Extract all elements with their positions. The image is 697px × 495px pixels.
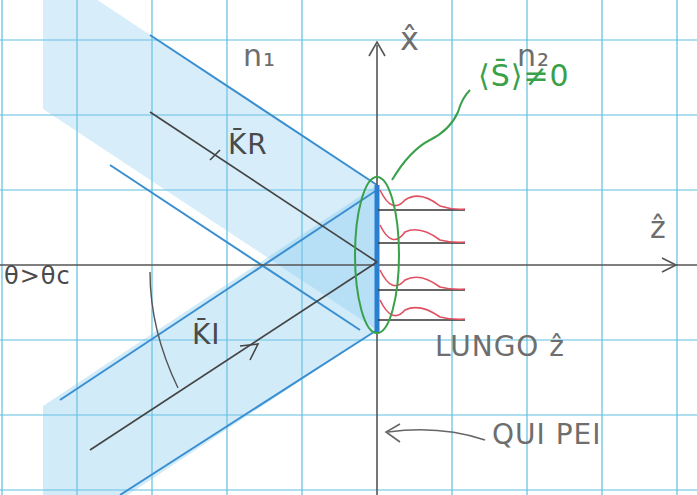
interface-segment (375, 185, 380, 332)
annotation-label: n₁ (243, 38, 276, 73)
leader-line (392, 90, 470, 180)
annotation-label: LUNGO ẑ (435, 330, 565, 363)
region-ellipse (355, 177, 399, 333)
annotation-label: QUI PEI (492, 418, 602, 451)
annotation-label: K̄R (228, 128, 268, 161)
note-arrow (386, 424, 485, 442)
annotation-label: ẑ (650, 210, 667, 245)
annotation-label: ⟨S̄⟩≠0 (478, 58, 570, 93)
axes (0, 42, 697, 495)
evanescent-waves (380, 190, 465, 319)
evanescent-axes (378, 210, 465, 320)
wave-vectors (90, 112, 377, 450)
annotation-label: x̂ (400, 20, 420, 58)
angle-arc (150, 272, 178, 388)
annotation-label: K̄I (192, 318, 221, 351)
reflected-beam (43, 0, 377, 330)
annotation-label: θ>θc (4, 262, 71, 290)
